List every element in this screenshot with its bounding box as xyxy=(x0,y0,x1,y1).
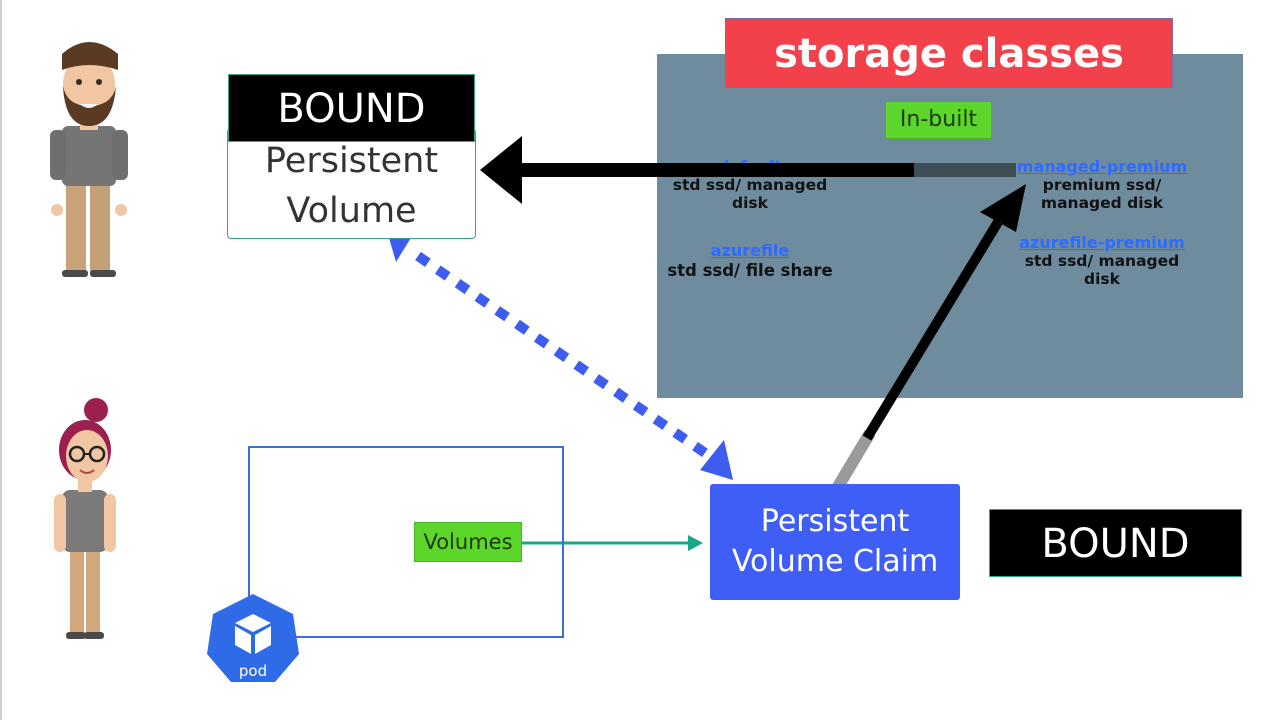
persistent-volume-box xyxy=(227,128,476,239)
woman-right-leg xyxy=(86,548,100,634)
arrow-sc-shaft xyxy=(862,219,1003,441)
man-right-hand xyxy=(115,204,127,216)
arrow-pv-shaft xyxy=(520,163,914,177)
woman-right-arm xyxy=(104,494,116,552)
woman-right-shoe xyxy=(84,632,104,639)
storage-class-azurefile-desc: std ssd/ file share xyxy=(667,261,833,280)
dotted-arrow-shaft xyxy=(415,251,711,460)
man-left-eye xyxy=(76,79,82,85)
arrow-pvc-tail xyxy=(830,429,876,494)
man-left-leg xyxy=(66,180,86,272)
man-right-arm xyxy=(112,130,128,180)
developer-woman-avatar xyxy=(54,398,116,639)
left-frame-border xyxy=(0,0,2,720)
man-right-eye xyxy=(96,79,102,85)
storage-class-azurefile-premium-desc-2: disk xyxy=(1084,270,1120,288)
man-smile xyxy=(80,104,98,108)
persistent-volume-line1: Persistent xyxy=(264,141,439,181)
storage-classes-title: storage classes xyxy=(725,18,1173,88)
cube-top xyxy=(235,614,271,632)
pvc-bound-badge: BOUND xyxy=(989,509,1242,577)
inbuilt-tag: In-built xyxy=(885,101,992,139)
cube-left xyxy=(235,626,251,654)
pod-heptagon xyxy=(207,594,299,682)
cube-right xyxy=(255,626,271,654)
woman-shirt xyxy=(62,490,108,552)
woman-face xyxy=(66,430,108,482)
storage-class-azurefile-premium-name[interactable]: azurefile-premium xyxy=(1019,233,1185,252)
pod-icon-label: pod xyxy=(238,662,268,680)
pv-bound-badge: BOUND xyxy=(228,74,475,142)
admin-man-avatar xyxy=(50,42,128,277)
man-face xyxy=(63,54,115,114)
storage-class-managed-premium-desc-1: premium ssd/ xyxy=(1042,176,1162,194)
woman-left-leg xyxy=(70,548,84,634)
storage-class-azurefile-premium-desc-1: std ssd/ managed xyxy=(1024,252,1180,270)
man-shirt xyxy=(62,126,116,186)
man-left-shoe xyxy=(62,270,88,277)
man-hair xyxy=(62,42,118,70)
pvc-line1: Persistent xyxy=(760,504,910,539)
arrow-pv-head xyxy=(480,136,522,204)
pod-icon xyxy=(207,594,299,682)
woman-hair-bun xyxy=(84,398,108,422)
storage-class-default-desc-2: disk xyxy=(732,194,768,212)
pod-box xyxy=(248,446,564,638)
man-right-shoe xyxy=(90,270,116,277)
persistent-volume-line2: Volume xyxy=(286,191,417,231)
woman-left-shoe xyxy=(66,632,86,639)
woman-left-arm xyxy=(54,494,66,552)
woman-smile xyxy=(79,469,95,474)
man-left-hand xyxy=(51,204,63,216)
arrow-shaft-faded xyxy=(913,163,1016,177)
volumes-arrow-head xyxy=(688,535,703,551)
pvc-line2: Volume Claim xyxy=(731,544,939,579)
storage-class-azurefile-name[interactable]: azurefile xyxy=(710,241,790,260)
volumes-tag: Volumes xyxy=(414,522,522,562)
dotted-arrow-head-pvc xyxy=(700,440,733,480)
storage-class-managed-premium-desc-2: managed disk xyxy=(1040,194,1164,212)
storage-class-default-desc-1: std ssd/ managed xyxy=(672,176,828,194)
arrow-sc-head xyxy=(980,184,1026,232)
pvc-label: Persistent Volume Claim xyxy=(710,502,960,582)
pvc-box xyxy=(710,484,960,600)
man-left-arm xyxy=(50,130,66,180)
storage-class-managed-premium-name[interactable]: managed-premium xyxy=(1016,157,1188,176)
man-right-leg xyxy=(90,180,110,272)
persistent-volume-label: Persistent Volume xyxy=(227,136,476,236)
